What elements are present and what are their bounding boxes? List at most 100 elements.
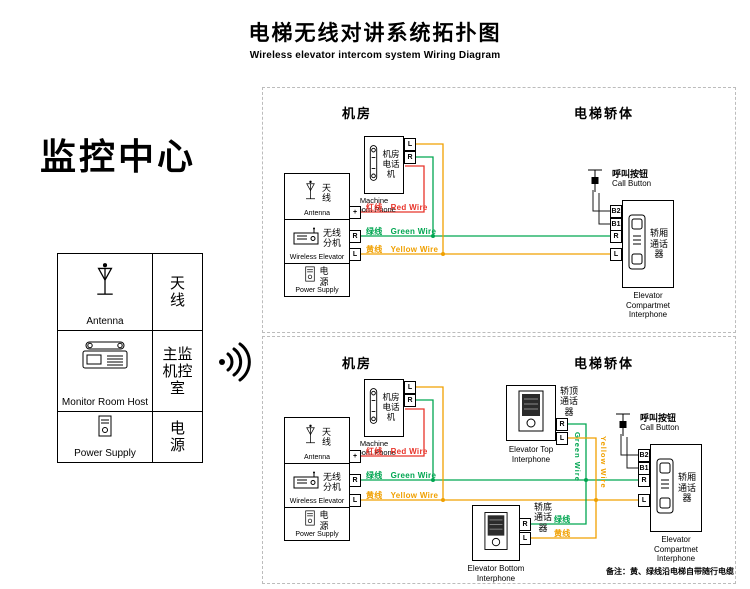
yellow-wire-vertical-label: Yellow Wire [599,436,608,489]
terminal-r: R [610,230,622,243]
handset-icon [368,386,379,431]
machine-room-phone-en: Machine Room Phone [352,439,396,457]
page-title: 电梯无线对讲系统拓扑图 [248,22,502,45]
machine-room-phone-cn: 机房 电话 机 [382,392,400,422]
wireless-power-cn: 电 源 [319,510,329,531]
call-button-label-en: Call Button [640,423,680,432]
section-2-frame [262,336,736,584]
wireless-power-cell: 电 源 Power Supply [285,508,349,540]
monitor-center-panel: Antenna 天 线 Monitor Room Host 主监 机控 室 Po… [57,253,203,463]
terminal-r: R [349,230,361,243]
antenna-icon [92,262,118,303]
yellow-wire-short-label: 黄线 [554,529,571,538]
compartment-interphone-en: Elevator Compartmet Interphone [625,291,670,320]
section-2-elevator-car-title: 电梯轿体 [574,356,635,371]
monitor-row-antenna-cn: 天 线 [152,254,202,331]
terminal-b2: B2 [638,449,650,462]
page-subtitle: Wireless elevator intercom system Wiring… [249,50,501,61]
power-supply-icon [305,510,316,531]
green-wire-short-label: 绿线 [554,515,571,524]
wireless-extension-unit: 天 线 Antenna 无线 分机 Wireless Elevator 电 源 … [284,173,350,297]
wireless-ext-en: Wireless Elevator [289,254,345,262]
wireless-power-en: Power Supply [295,531,339,539]
terminal-l: L [349,494,361,507]
call-button-icon [585,168,605,199]
machine-room-phone: 机房 电话 机 [364,379,404,437]
section-1-frame [262,87,736,333]
interphone-icon [656,458,674,519]
wireless-antenna-cell: 天 线 Antenna [285,418,349,464]
terminal-r: R [519,518,531,531]
terminal-l: L [556,432,568,445]
monitor-row-power: Power Supply 电 源 [58,412,202,462]
wireless-antenna-cn: 天 线 [321,426,331,448]
monitor-row-antenna: Antenna 天 线 [58,254,202,332]
compartment-interphone: 轿厢 通话 器 [650,444,702,532]
wireless-device-icon [293,471,319,494]
interphone-icon [628,214,646,275]
wireless-ext-cell: 无线 分机 Wireless Elevator [285,464,349,508]
compartment-interphone-cn: 轿厢 通话 器 [677,472,696,504]
monitor-row-host-en: Monitor Room Host [61,397,149,409]
elevator-top-interphone-en: Elevator Top Interphone [508,445,554,464]
speaker-icon [518,389,544,438]
wireless-extension-unit: 天 线 Antenna 无线 分机 Wireless Elevator 电 源 … [284,417,350,541]
compartment-interphone-cn: 轿厢 通话 器 [649,228,668,260]
terminal-l: L [404,138,416,151]
wireless-power-cell: 电 源 Power Supply [285,264,349,296]
wireless-antenna-cn: 天 线 [321,182,331,204]
monitor-row-antenna-en: Antenna [86,316,124,328]
note: 备注：黄、绿线沿电梯自带随行电缆 [606,567,734,576]
speaker-icon [484,509,508,558]
elevator-top-interphone [506,385,556,441]
wireless-signal-icon [215,340,259,389]
compartment-interphone-en: Elevator Compartmet Interphone [653,535,698,564]
power-supply-icon [305,266,316,287]
section-1-elevator-car-title: 电梯轿体 [574,106,635,121]
elevator-bottom-interphone-cn: 轿底 通话 器 [534,502,553,533]
wireless-antenna-en: Antenna [303,210,331,218]
monitor-row-power-en: Power Supply [74,448,136,459]
terminal-b1: B1 [638,462,650,475]
green-wire-vertical-label: Green Wire [573,432,582,482]
terminal-r: R [638,474,650,487]
monitor-row-power-cn: 电 源 [152,412,202,462]
section-2-machine-room-title: 机房 [342,356,373,371]
terminal-l: L [404,381,416,394]
elevator-bottom-interphone [472,505,520,561]
compartment-interphone: 轿厢 通话 器 [622,200,674,288]
terminal-b2: B2 [610,205,622,218]
terminal-plus: + [349,206,361,219]
wireless-ext-cn: 无线 分机 [322,227,341,249]
wireless-power-cn: 电 源 [319,266,329,287]
monitor-row-host-cn: 主监 机控 室 [152,331,202,412]
wireless-antenna-cell: 天 线 Antenna [285,174,349,220]
terminal-r: R [404,151,416,164]
call-button-icon [613,412,633,443]
terminal-r: R [349,474,361,487]
wireless-antenna-en: Antenna [303,454,331,462]
desk-phone-icon [81,339,129,376]
power-supply-icon [98,415,112,442]
terminal-l: L [610,248,622,261]
wireless-power-en: Power Supply [295,287,339,295]
handset-icon [368,143,379,188]
monitor-row-host: Monitor Room Host 主监 机控 室 [58,331,202,413]
machine-room-phone-cn: 机房 电话 机 [382,149,400,179]
section-1-machine-room-title: 机房 [342,106,373,121]
monitor-center-heading: 监控中心 [40,136,197,177]
antenna-icon [303,422,318,452]
wireless-ext-en: Wireless Elevator [289,498,345,506]
antenna-icon [303,178,318,208]
terminal-r: R [404,394,416,407]
terminal-l: L [519,532,531,545]
terminal-plus: + [349,450,361,463]
wireless-ext-cell: 无线 分机 Wireless Elevator [285,220,349,264]
